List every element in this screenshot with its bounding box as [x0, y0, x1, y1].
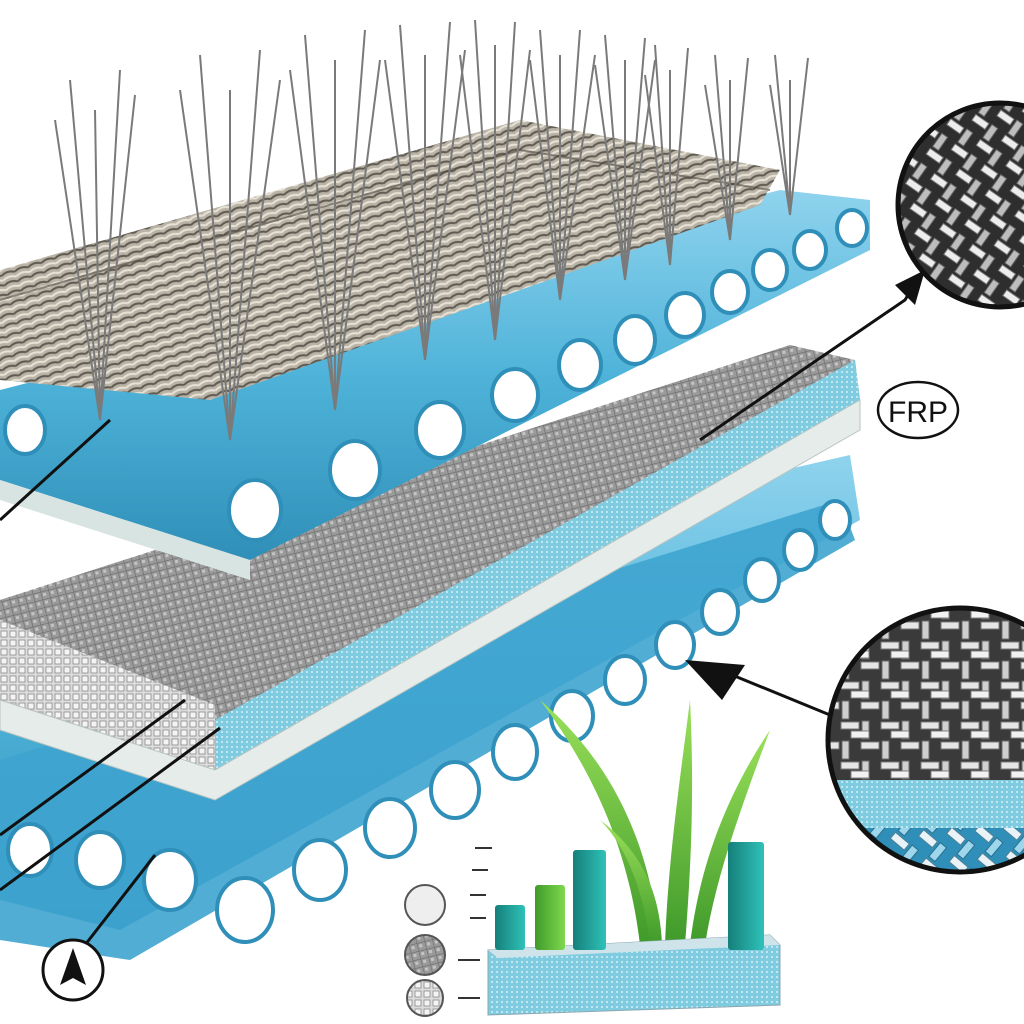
- dotted-circle-icon: [404, 934, 446, 976]
- mini-bar-base-block: [487, 934, 781, 1016]
- legend-swatches: [404, 884, 446, 1017]
- fiber-bundle: [644, 44, 689, 266]
- fiber-mesh-reinforcement-slab: [0, 345, 861, 801]
- guide-tick-marks: [458, 847, 492, 999]
- fiber-bundle: [54, 69, 136, 421]
- bar-4: [728, 842, 764, 950]
- plain-circle-icon: [404, 884, 446, 926]
- leader-line-mesh-2: [0, 726, 221, 892]
- top-blue-tube-layer: [0, 190, 870, 580]
- fiber-bundle: [704, 54, 749, 241]
- bar-3: [573, 850, 606, 950]
- pointer-arrowhead-icon: [685, 660, 745, 700]
- layered-woven-detail-inset: [825, 605, 1024, 875]
- woven-fiber-mat: [0, 120, 780, 400]
- fiber-bundle: [459, 19, 531, 341]
- frp-label-badge: FRP: [876, 380, 960, 440]
- leader-line-bottom-tube: [83, 854, 157, 946]
- grass-blades: [540, 700, 770, 945]
- hatched-circle-icon: [406, 979, 444, 1017]
- fiber-bundle: [529, 29, 596, 301]
- leader-line-mid-inset: [719, 668, 831, 717]
- fiber-bundle: [289, 29, 381, 411]
- vertical-fiber-bundles: [54, 19, 809, 441]
- bottom-blue-tube-layer: [0, 455, 860, 960]
- fiber-bundle: [384, 21, 466, 361]
- fiber-bundle: [769, 54, 809, 216]
- leader-line-mesh-1: [0, 698, 186, 837]
- leader-line-woven-mat: [0, 418, 112, 522]
- mini-bars: [495, 842, 764, 950]
- frp-label: FRP: [888, 396, 948, 429]
- fiber-bundle: [594, 34, 656, 281]
- bar-1: [495, 905, 525, 950]
- bar-2: [535, 885, 565, 950]
- fiber-bundle: [179, 49, 281, 441]
- compass-arrow-icon: [41, 938, 105, 1002]
